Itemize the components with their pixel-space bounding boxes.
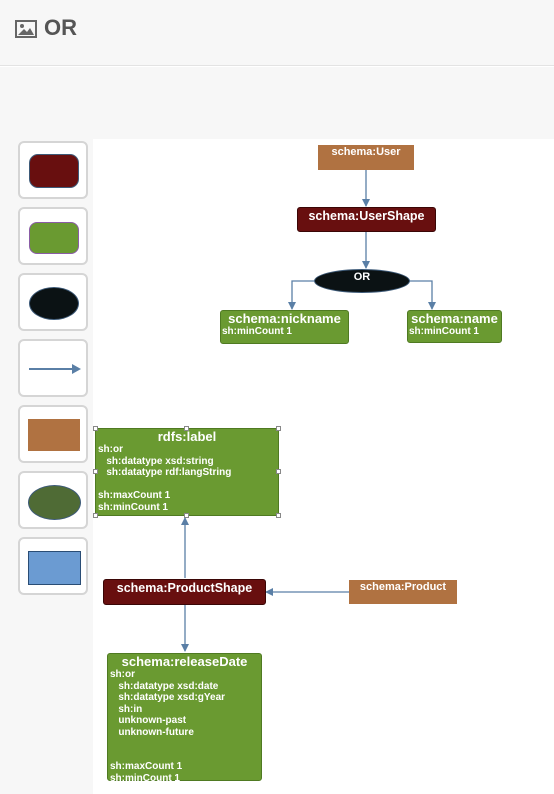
resize-handle-top-right[interactable] — [276, 426, 281, 431]
green-rounded-rect-icon — [29, 222, 79, 254]
node-or[interactable]: OR — [314, 269, 410, 293]
brown-rect-icon — [28, 419, 80, 451]
node-schema-productshape[interactable]: schema:ProductShape — [103, 579, 266, 605]
node-or-label: OR — [353, 271, 371, 283]
palette-green-rounded-rect[interactable] — [18, 207, 88, 265]
node-schema-releasedate-title: schema:releaseDate — [121, 654, 248, 669]
node-schema-releasedate[interactable]: schema:releaseDate sh:or sh:datatype xsd… — [107, 653, 262, 784]
palette-brown-rect[interactable] — [18, 405, 88, 463]
resize-handle-bottom-right[interactable] — [276, 513, 281, 518]
node-rdfs-label-body: sh:or sh:datatype xsd:string sh:datatype… — [98, 444, 232, 513]
edge-or-to-nickname — [288, 280, 314, 310]
resize-handle-bottom-left[interactable] — [93, 513, 98, 518]
node-schema-name-title: schema:name — [411, 311, 498, 326]
node-schema-releasedate-body: sh:or sh:datatype xsd:date sh:datatype x… — [110, 669, 226, 784]
node-schema-nickname-body: sh:minCount 1 — [222, 326, 292, 337]
arrow-connector-icon — [29, 364, 81, 374]
resize-handle-left[interactable] — [93, 469, 98, 474]
node-schema-usershape[interactable]: schema:UserShape — [297, 207, 436, 232]
resize-handle-bottom[interactable] — [184, 513, 189, 518]
node-schema-usershape-label: schema:UserShape — [308, 209, 425, 223]
page-title: OR — [44, 15, 77, 40]
resize-handle-right[interactable] — [276, 469, 281, 474]
green-ellipse-icon — [28, 485, 81, 520]
resize-handle-top[interactable] — [184, 426, 189, 431]
node-schema-product[interactable]: schema:Product — [349, 580, 457, 604]
node-schema-name-body: sh:minCount 1 — [409, 326, 479, 337]
palette-black-ellipse[interactable] — [18, 273, 88, 331]
header: OR — [0, 0, 554, 66]
black-ellipse-icon — [29, 287, 79, 320]
edge-or-to-name — [409, 280, 436, 310]
node-schema-name[interactable]: schema:name sh:minCount 1 — [407, 310, 502, 343]
node-schema-user[interactable]: schema:User — [318, 145, 414, 170]
node-schema-nickname[interactable]: schema:nickname sh:minCount 1 — [220, 310, 349, 344]
resize-handle-top-left[interactable] — [93, 426, 98, 431]
node-schema-product-label: schema:Product — [359, 581, 447, 593]
blue-rect-icon — [28, 551, 81, 585]
dark-red-rounded-rect-icon — [29, 154, 79, 188]
node-rdfs-label-title: rdfs:label — [157, 429, 217, 444]
node-rdfs-label[interactable]: rdfs:label sh:or sh:datatype xsd:string … — [95, 428, 279, 516]
palette-blue-rect[interactable] — [18, 537, 88, 595]
palette-green-ellipse[interactable] — [18, 471, 88, 529]
node-schema-user-label: schema:User — [331, 146, 401, 158]
toolbar-area — [0, 67, 554, 139]
palette-dark-red-rounded-rect[interactable] — [18, 141, 88, 199]
node-schema-nickname-title: schema:nickname — [228, 311, 341, 326]
image-icon — [15, 20, 37, 38]
node-schema-productshape-label: schema:ProductShape — [116, 581, 253, 595]
palette-arrow-connector[interactable] — [18, 339, 88, 397]
shape-palette — [0, 139, 93, 794]
